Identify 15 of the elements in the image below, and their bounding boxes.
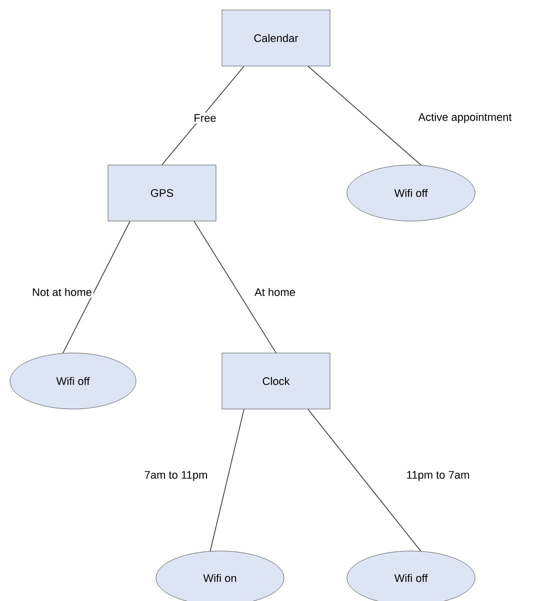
connector-line	[308, 408, 422, 552]
connector-line	[308, 66, 422, 166]
process-box: Calendar	[222, 10, 330, 66]
edge-label: Free	[192, 112, 218, 124]
edge-label: 11pm to 7am	[404, 470, 472, 482]
edge-label: 7am to 11pm	[142, 470, 210, 482]
connector-line	[210, 408, 244, 552]
connector-line	[194, 220, 276, 354]
connector-line	[162, 66, 244, 166]
process-box: GPS	[108, 164, 216, 222]
process-box: Clock	[222, 352, 330, 410]
edge-label: Not at home	[30, 286, 94, 298]
connector-line	[62, 220, 130, 354]
edge-label: Active appointment	[416, 111, 514, 125]
edge-label: At home	[253, 286, 297, 298]
